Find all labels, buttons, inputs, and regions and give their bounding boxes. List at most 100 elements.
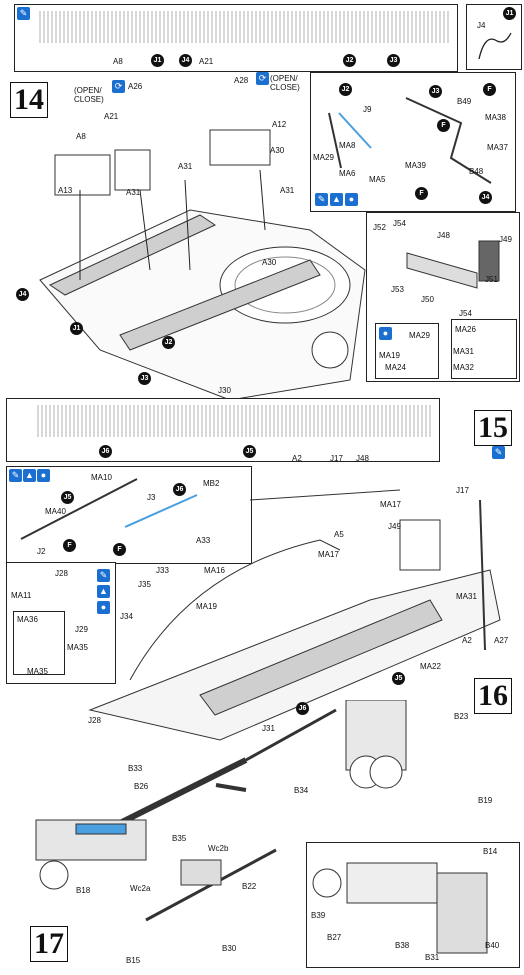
c15-j2: J2 <box>37 547 46 556</box>
callout-ma39: MA39 <box>405 161 426 170</box>
pencil-icon-j: ✎ <box>315 193 328 206</box>
callout-step17: B14 B39 B27 B38 B31 B40 <box>306 842 520 968</box>
c16-j28: J28 <box>55 569 68 578</box>
label-16-a27: A27 <box>494 636 509 645</box>
c17-b40: B40 <box>485 941 500 950</box>
c16-ma35-b: MA35 <box>27 667 48 676</box>
glue-icon-j: ● <box>345 193 358 206</box>
j48-label-ma32: MA32 <box>453 363 474 372</box>
c17-b39: B39 <box>311 911 326 920</box>
j48-label-ma31: MA31 <box>453 347 474 356</box>
callout-label-j4: J4 <box>477 21 486 30</box>
callout-f-2: F <box>437 119 450 132</box>
label-15-a5: A5 <box>334 530 344 539</box>
breech-drawing <box>312 862 488 954</box>
label-17-b34: B34 <box>294 786 309 795</box>
label-16-j35: J35 <box>138 580 151 589</box>
callout-j4: J4 <box>479 191 492 204</box>
c17-b31: B31 <box>425 953 440 962</box>
paint-drop-icon-16: ▲ <box>97 585 110 598</box>
callout-ma29: MA29 <box>313 153 334 162</box>
paint-drop-icon-15: ▲ <box>23 469 36 482</box>
c15-f-2: F <box>113 543 126 556</box>
callout-j-parts: J2 J3 J9 B49 MA38 MA29 MA8 MA37 MA6 MA5 … <box>310 72 516 212</box>
label-17-b33: B33 <box>128 764 143 773</box>
label-17-wc2a: Wc2a <box>130 884 151 893</box>
label-16-j6: J6 <box>296 702 309 715</box>
mount-drawing <box>406 240 500 289</box>
label-15-a2: A2 <box>292 454 302 463</box>
label-16-ma16: MA16 <box>204 566 225 575</box>
strip-label-j4: J4 <box>179 54 192 67</box>
label-a31-c: A31 <box>280 186 295 195</box>
rod-assembly-drawing <box>20 478 198 540</box>
label-17-b18: B18 <box>76 886 91 895</box>
label-j3: J3 <box>138 372 151 385</box>
label-a26: A26 <box>128 82 143 91</box>
rods-drawing <box>328 97 492 184</box>
c15-j5: J5 <box>61 491 74 504</box>
c17-b38: B38 <box>395 941 410 950</box>
strip-label-j2: J2 <box>343 54 356 67</box>
callout-ma8: MA8 <box>339 141 356 150</box>
c15-ma10: MA10 <box>91 473 112 482</box>
callout-f-3: F <box>415 187 428 200</box>
step-number-16: 16 <box>474 678 512 714</box>
bracket-part-drawing <box>478 32 512 60</box>
label-17-b23: B23 <box>454 712 469 721</box>
open-close-label-right: (OPEN/CLOSE) <box>270 74 300 92</box>
glue-icon-15: ● <box>37 469 50 482</box>
c17-b14: B14 <box>483 847 498 856</box>
label-j30: J30 <box>218 386 231 395</box>
label-16-j31: J31 <box>262 724 275 733</box>
label-16-j33: J33 <box>156 566 169 575</box>
j48-label-j50: J50 <box>421 295 434 304</box>
callout-ma37: MA37 <box>487 143 508 152</box>
label-j4: J4 <box>16 288 29 301</box>
label-15-ma17-b: MA17 <box>318 550 339 559</box>
mesh-screen-preview-2 <box>37 405 433 437</box>
j48-label-ma26: MA26 <box>455 325 476 334</box>
label-17-b22: B22 <box>242 882 257 891</box>
paint-drop-icon-j: ▲ <box>330 193 343 206</box>
j48-label-j53: J53 <box>391 285 404 294</box>
glue-icon-2: ● <box>379 327 392 340</box>
label-16-ma22: MA22 <box>420 662 441 671</box>
c15-j6: J6 <box>173 483 186 496</box>
c16-ma36: MA36 <box>17 615 38 624</box>
label-17-b35: B35 <box>172 834 187 843</box>
j48-label-j49: J49 <box>499 235 512 244</box>
mesh-screen-preview <box>39 11 449 43</box>
c17-b27: B27 <box>327 933 342 942</box>
top-parts-strip: ✎ A8 J1 J4 A21 J2 J3 <box>14 4 458 72</box>
j48-label-j54-b: J54 <box>459 309 472 318</box>
label-16-a2: A2 <box>462 636 472 645</box>
c15-ma40: MA40 <box>45 507 66 516</box>
step-number-17: 17 <box>30 926 68 962</box>
j48-label-j51: J51 <box>485 275 498 284</box>
step17-gun-drawing <box>35 700 407 922</box>
callout-j48-parts: J52 J54 J48 J49 J53 J50 J51 J54 MA29 MA1… <box>366 212 520 382</box>
strip-label-a21: A21 <box>199 57 214 66</box>
c15-j3: J3 <box>147 493 156 502</box>
label-a8: A8 <box>76 132 86 141</box>
callout-j3: J3 <box>429 85 442 98</box>
j48-label-ma29: MA29 <box>409 331 430 340</box>
label-17-b30: B30 <box>222 944 237 953</box>
label-16-j28: J28 <box>88 716 101 725</box>
label-15-j49: J49 <box>388 522 401 531</box>
callout-label-j1: J1 <box>503 7 516 20</box>
label-16-ma19: MA19 <box>196 602 217 611</box>
label-15-j17: J17 <box>456 486 469 495</box>
sub-callout-ma26 <box>451 319 517 379</box>
sub-callout-ma36 <box>13 611 65 675</box>
label-17-b19: B19 <box>478 796 493 805</box>
pencil-icon-15b: ✎ <box>9 469 22 482</box>
label-a31-b: A31 <box>178 162 193 171</box>
label-a30: A30 <box>270 146 285 155</box>
c15-f-1: F <box>63 539 76 552</box>
label-16-j34: J34 <box>120 612 133 621</box>
rotate-icon-2: ⟳ <box>256 72 269 85</box>
label-j1: J1 <box>70 322 83 335</box>
step15-16-hull-drawing <box>88 489 501 741</box>
